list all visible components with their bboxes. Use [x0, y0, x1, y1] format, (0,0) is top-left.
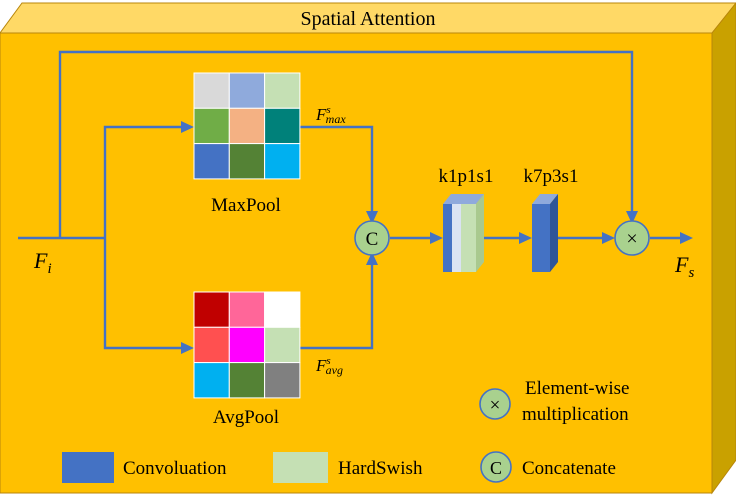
legend-hardswish-label: HardSwish	[338, 458, 423, 479]
box-side-face	[711, 2, 736, 495]
arrowhead-conv1	[430, 232, 443, 244]
diagram-title: Spatial Attention	[301, 8, 436, 30]
avgpool-cell	[264, 326, 301, 364]
maxpool-cell	[264, 72, 301, 109]
concat-symbol: C	[366, 229, 379, 250]
arrowhead-output	[680, 232, 693, 244]
avgpool-in-wire	[103, 238, 184, 350]
legend-multiply-symbol-bg	[479, 388, 511, 420]
maxpool-cell	[193, 143, 230, 180]
legend-hardswish-swatch	[273, 452, 328, 483]
avgpool-cell	[264, 291, 301, 328]
output-label: Fs	[674, 252, 694, 281]
legend: × Element-wise multiplication Convoluati…	[62, 378, 629, 483]
maxpool-cell	[264, 107, 301, 145]
avgpool-cell	[228, 291, 266, 328]
legend-concat-label: Concatenate	[522, 458, 616, 479]
input-label: Fi	[33, 248, 52, 277]
avgpool-cell	[193, 291, 230, 328]
conv1-label: k1p1s1	[439, 166, 494, 187]
legend-multiply-line2: multiplication	[522, 404, 629, 425]
maxpool-cell	[193, 72, 230, 109]
maxpool-label: MaxPool	[211, 195, 281, 216]
multiply-symbol: ×	[626, 228, 637, 250]
arrowhead-concat-top	[366, 211, 378, 224]
maxpool-cell	[193, 107, 230, 145]
maxpool-cell	[228, 72, 266, 109]
legend-multiply-line1: Element-wise	[525, 378, 629, 399]
maxpool-cell	[228, 143, 266, 180]
arrowhead-conv2	[519, 232, 532, 244]
arrowhead-maxpool	[181, 121, 194, 133]
conv1-block	[443, 194, 484, 272]
connections	[18, 50, 693, 354]
legend-concat-symbol-bg	[480, 451, 512, 483]
maxpool-out-wire	[300, 125, 374, 214]
avgpool-grid	[193, 291, 301, 399]
avgpool-out-wire	[300, 262, 374, 350]
maxpool-grid	[193, 72, 301, 180]
arrowhead-skip	[626, 211, 638, 224]
maxpool-in-wire	[103, 125, 184, 238]
maxpool-cell	[228, 107, 266, 145]
box-front-face	[0, 32, 713, 494]
arrowhead-multiply	[602, 232, 615, 244]
avgpool-cell	[228, 326, 266, 364]
arrowhead-avgpool	[181, 342, 194, 354]
multiply-node: ×	[614, 220, 650, 256]
avgpool-cell	[264, 362, 301, 399]
avgpool-cell	[193, 362, 230, 399]
avgpool-cell	[193, 326, 230, 364]
legend-conv-swatch	[62, 452, 114, 483]
arrowhead-concat-bottom	[366, 252, 378, 265]
avgpool-cell	[228, 362, 266, 399]
legend-conv-label: Convoluation	[123, 458, 227, 479]
concat-node: C	[354, 220, 390, 256]
conv2-label: k7p3s1	[524, 166, 579, 187]
legend-concat-symbol: C	[490, 458, 502, 478]
conv2-block	[532, 194, 558, 272]
legend-multiply-symbol: ×	[490, 395, 501, 416]
skip-wire	[58, 50, 634, 238]
maxpool-cell	[264, 143, 301, 180]
avgpool-label: AvgPool	[213, 407, 279, 428]
